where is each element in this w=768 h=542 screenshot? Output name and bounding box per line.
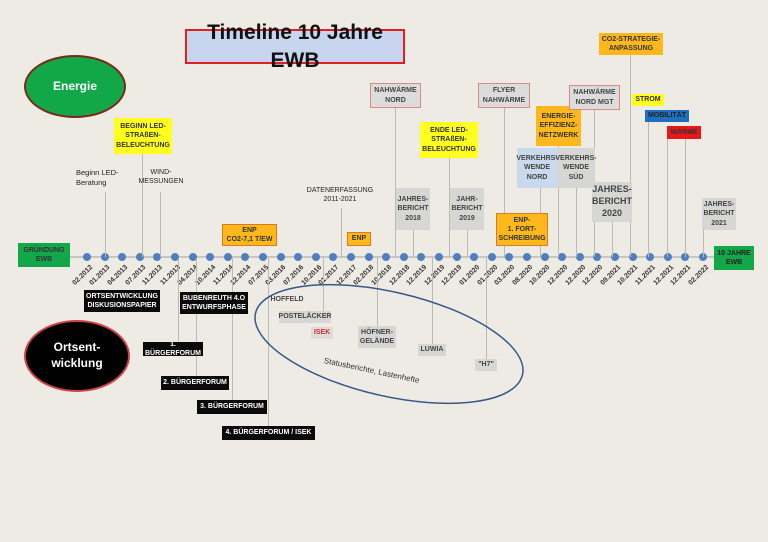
timeline-dot <box>699 253 707 261</box>
start-marker: GRÜNDUNG EWB <box>18 243 70 267</box>
event-led-beratung: Beginn LED- Beratung <box>76 168 119 188</box>
timeline-dot <box>382 253 391 261</box>
event-effizienz-netzwerk: ENERGIE- EFFIZIENZ- NETZWERK <box>536 106 581 146</box>
timeline-dot <box>523 253 531 261</box>
timeline-dot <box>294 253 303 261</box>
event-jahresbericht-2021: JAHRES- BERICHT 2021 <box>702 198 736 230</box>
timeline-dot <box>540 253 549 261</box>
timeline-dot <box>100 253 109 261</box>
project-isek: ISEK <box>311 327 333 339</box>
timeline-dot <box>435 253 443 261</box>
timeline-dot <box>399 253 408 261</box>
event-verkehrswende-sued: VERKEHRS- WENDE SÜD <box>555 148 597 188</box>
event-buergerforum-2: 2. BÜRGERFORUM <box>161 376 229 390</box>
timeline-dot <box>83 253 91 261</box>
timeline-dot <box>206 253 215 261</box>
event-jahresbericht-2018: JAHRES- BERICHT 2018 <box>396 188 430 230</box>
timeline-dot <box>487 253 496 261</box>
event-buergerforum-3: 3. BÜRGERFORUM <box>197 400 267 414</box>
timeline-dot <box>153 253 162 261</box>
timeline-dot <box>241 253 250 261</box>
timeline-dot <box>135 253 144 261</box>
project-h7: "H7" <box>475 359 497 371</box>
event-diskussionspapier: ORTSENTWICKLUNG DISKUSIONSPAPIER <box>84 290 160 312</box>
timeline-dot <box>417 253 426 261</box>
timeline-dot <box>681 253 690 261</box>
event-buergerforum-4: 4. BÜRGERFORUM / ISEK <box>222 426 315 440</box>
timeline-dot <box>452 253 461 261</box>
event-co2-strategie: CO2-STRATEGIE- ANPASSUNG <box>599 33 663 55</box>
project-luwia: LUWIA <box>418 344 446 356</box>
timeline-dot <box>575 253 584 261</box>
timeline-dot <box>118 253 127 261</box>
event-jahresbericht-2020: JAHRES- BERICHT 2020 <box>592 182 632 222</box>
event-led-ende: ENDE LED- STRAßEN- BELEUCHTUNG <box>420 122 478 158</box>
event-flyer-nahwaerme: FLYER NAHWÄRME <box>478 83 530 108</box>
event-jahresbericht-2019: JAHR- BERICHT 2019 <box>450 188 484 230</box>
timeline-dot <box>223 253 232 261</box>
tag-mobilitaet: MOBILITÄT <box>645 110 689 122</box>
timeline-dot <box>505 253 514 261</box>
timeline-dot <box>364 253 373 261</box>
timeline-dot <box>276 253 285 261</box>
timeline-dot <box>628 253 637 261</box>
event-buergerforum-1: 1. BÜRGERFORUM <box>143 340 203 357</box>
project-hoefner-gelaende: HÖFNER- GELÄNDE <box>358 326 396 348</box>
category-energie: Energie <box>24 55 126 118</box>
event-nahwaerme-nord: NAHWÄRME NORD <box>370 83 421 108</box>
project-hoffeld: HOFFELD <box>270 295 304 303</box>
timeline-dot <box>663 253 672 261</box>
timeline-dot <box>171 253 179 261</box>
project-postelaecker: POSTELÄCKER <box>279 311 331 323</box>
timeline-dot <box>188 253 197 261</box>
timeline-axis <box>70 256 715 258</box>
event-led-start: BEGINN LED- STRAßEN- BELEUCHTUNG <box>114 118 172 154</box>
timeline-dot <box>259 253 267 261</box>
event-bubenreuth-4o: BUBENREUTH 4.O ENTWURFSPHASE <box>180 292 248 314</box>
event-enp-fortschreibung: ENP- 1. FORT- SCHREIBUNG <box>496 213 548 246</box>
event-enp: ENP <box>347 232 371 246</box>
tag-strom: STROM <box>632 94 664 106</box>
event-datenerfassung: DATENERFASSUNG 2011-2021 <box>306 187 374 204</box>
timeline-dot <box>558 253 567 261</box>
category-ortsentwicklung: Ortsent- wicklung <box>24 320 130 392</box>
tag-waerme: WÄRME <box>667 126 701 139</box>
timeline-dot <box>329 253 338 261</box>
timeline-dot <box>646 253 655 261</box>
event-nahwaerme-mgt: NAHWÄRME NORD MGT <box>569 85 620 110</box>
timeline-dot <box>347 253 355 261</box>
event-enp-co2: ENP CO2-7,1 T/EW <box>222 224 277 246</box>
timeline-dot <box>470 253 479 261</box>
timeline-dot <box>593 253 602 261</box>
timeline-dot <box>311 253 320 261</box>
timeline-dot <box>611 253 619 261</box>
event-wind: WIND- MESSUNGEN <box>138 169 184 186</box>
event-verkehrswende-nord: VERKEHRS- WENDE NORD <box>516 148 558 188</box>
end-marker: 10 JAHRE EWB <box>714 246 754 270</box>
